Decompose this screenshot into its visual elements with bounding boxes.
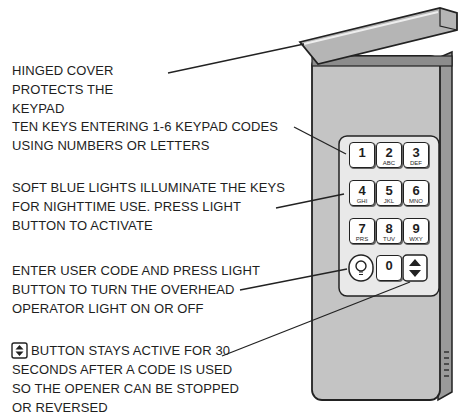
key-number: 2 [377,145,401,160]
keypad-key: 8TUV [376,218,402,244]
keypad-key: 3DEF [403,142,429,168]
key-number: 6 [404,183,428,198]
keypad-key: 5JKL [376,180,402,206]
callout-text: ENTER USER CODE AND PRESS LIGHT BUTTON T… [12,261,262,318]
keypad-key: 0 [376,255,402,281]
key-number: 0 [377,258,401,273]
key-number: 1 [350,145,374,160]
key-letters: ABC [377,160,401,166]
key-number: 8 [377,221,401,236]
keypad-key: 2ABC [376,142,402,168]
keypad-key: 7PRS [349,218,375,244]
keypad-key: 6MNO [403,180,429,206]
key-letters: DEF [404,160,428,166]
key-number: 4 [350,183,374,198]
key-letters: JKL [377,198,401,204]
keypad-key: 9WXY [403,218,429,244]
key-letters: MNO [404,198,428,204]
callout-text: TEN KEYS ENTERING 1-6 KEYPAD CODES USING… [12,117,302,155]
keypad-key: 4GHI [349,180,375,206]
callout-text: BUTTON STAYS ACTIVE FOR 30 SECONDS AFTER… [12,341,244,414]
key-letters: PRS [350,236,374,242]
callout-text: SOFT BLUE LIGHTS ILLUMINATE THE KEYS FOR… [12,178,288,235]
key-letters: GHI [350,198,374,204]
key-number: 7 [350,221,374,236]
key-number: 3 [404,145,428,160]
key-number: 9 [404,221,428,236]
keypad-key: 1 [349,142,375,168]
key-number: 5 [377,183,401,198]
key-letters: WXY [404,236,428,242]
callout-text: HINGED COVER PROTECTS THE KEYPAD [12,61,168,118]
key-letters: TUV [377,236,401,242]
